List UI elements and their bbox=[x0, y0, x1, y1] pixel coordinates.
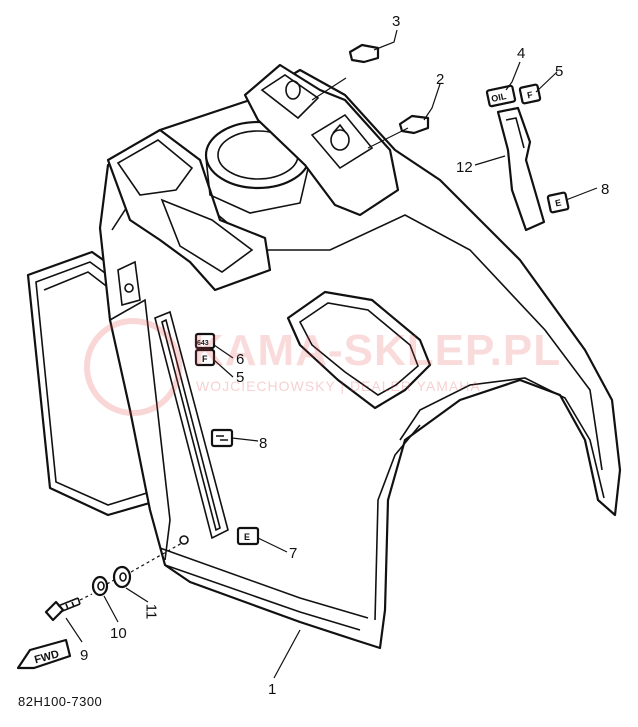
callout-12: 12 bbox=[456, 159, 473, 176]
decal-strip bbox=[496, 106, 546, 232]
callout-2: 2 bbox=[436, 71, 445, 88]
front-left-box bbox=[106, 128, 272, 292]
diagram-code: 82H100-7300 bbox=[18, 694, 103, 709]
callout-8: 8 bbox=[259, 435, 268, 452]
callout-6: 6 bbox=[236, 351, 245, 368]
svg-text:E: E bbox=[244, 532, 250, 542]
svg-text:F: F bbox=[202, 354, 208, 364]
decal-f-top: F bbox=[518, 83, 542, 105]
callout-11: 11 bbox=[142, 603, 160, 620]
watermark-title: KAMA-SKLEP.PL bbox=[192, 326, 562, 375]
top-recess bbox=[286, 290, 432, 410]
callout-9: 9 bbox=[80, 647, 89, 664]
leader-lines bbox=[65, 29, 598, 679]
svg-text:F: F bbox=[526, 89, 534, 100]
svg-text:643: 643 bbox=[197, 340, 209, 347]
callout-7-side: 7 bbox=[289, 545, 298, 562]
watermark-subtitle: WOJCIECHOWSKY | DEALER YAMAHA bbox=[196, 378, 481, 394]
decal-oil: OIL bbox=[485, 84, 517, 108]
svg-text:OIL: OIL bbox=[490, 91, 507, 104]
callout-3: 3 bbox=[392, 13, 401, 30]
decal-mix: 643 bbox=[194, 332, 216, 350]
callout-4: 4 bbox=[517, 45, 526, 62]
callout-5-top: 5 bbox=[555, 63, 564, 80]
watermark-logo bbox=[84, 318, 182, 416]
svg-text:E: E bbox=[554, 197, 562, 208]
washer-10 bbox=[91, 575, 109, 597]
decal-8 bbox=[210, 428, 234, 448]
cap-3 bbox=[348, 43, 380, 64]
callout-10: 10 bbox=[110, 625, 127, 642]
callout-1: 1 bbox=[268, 681, 277, 698]
fwd-arrow: FWD bbox=[16, 638, 72, 670]
callout-7-top: 8 bbox=[601, 181, 610, 198]
decal-f-side: F bbox=[194, 348, 216, 367]
switch-housing bbox=[243, 63, 400, 217]
decal-e-side: E bbox=[236, 526, 260, 546]
callout-5-side: 5 bbox=[236, 369, 245, 386]
decal-e-top: E bbox=[546, 191, 570, 214]
bolt bbox=[44, 597, 81, 622]
washer-11 bbox=[112, 565, 132, 589]
